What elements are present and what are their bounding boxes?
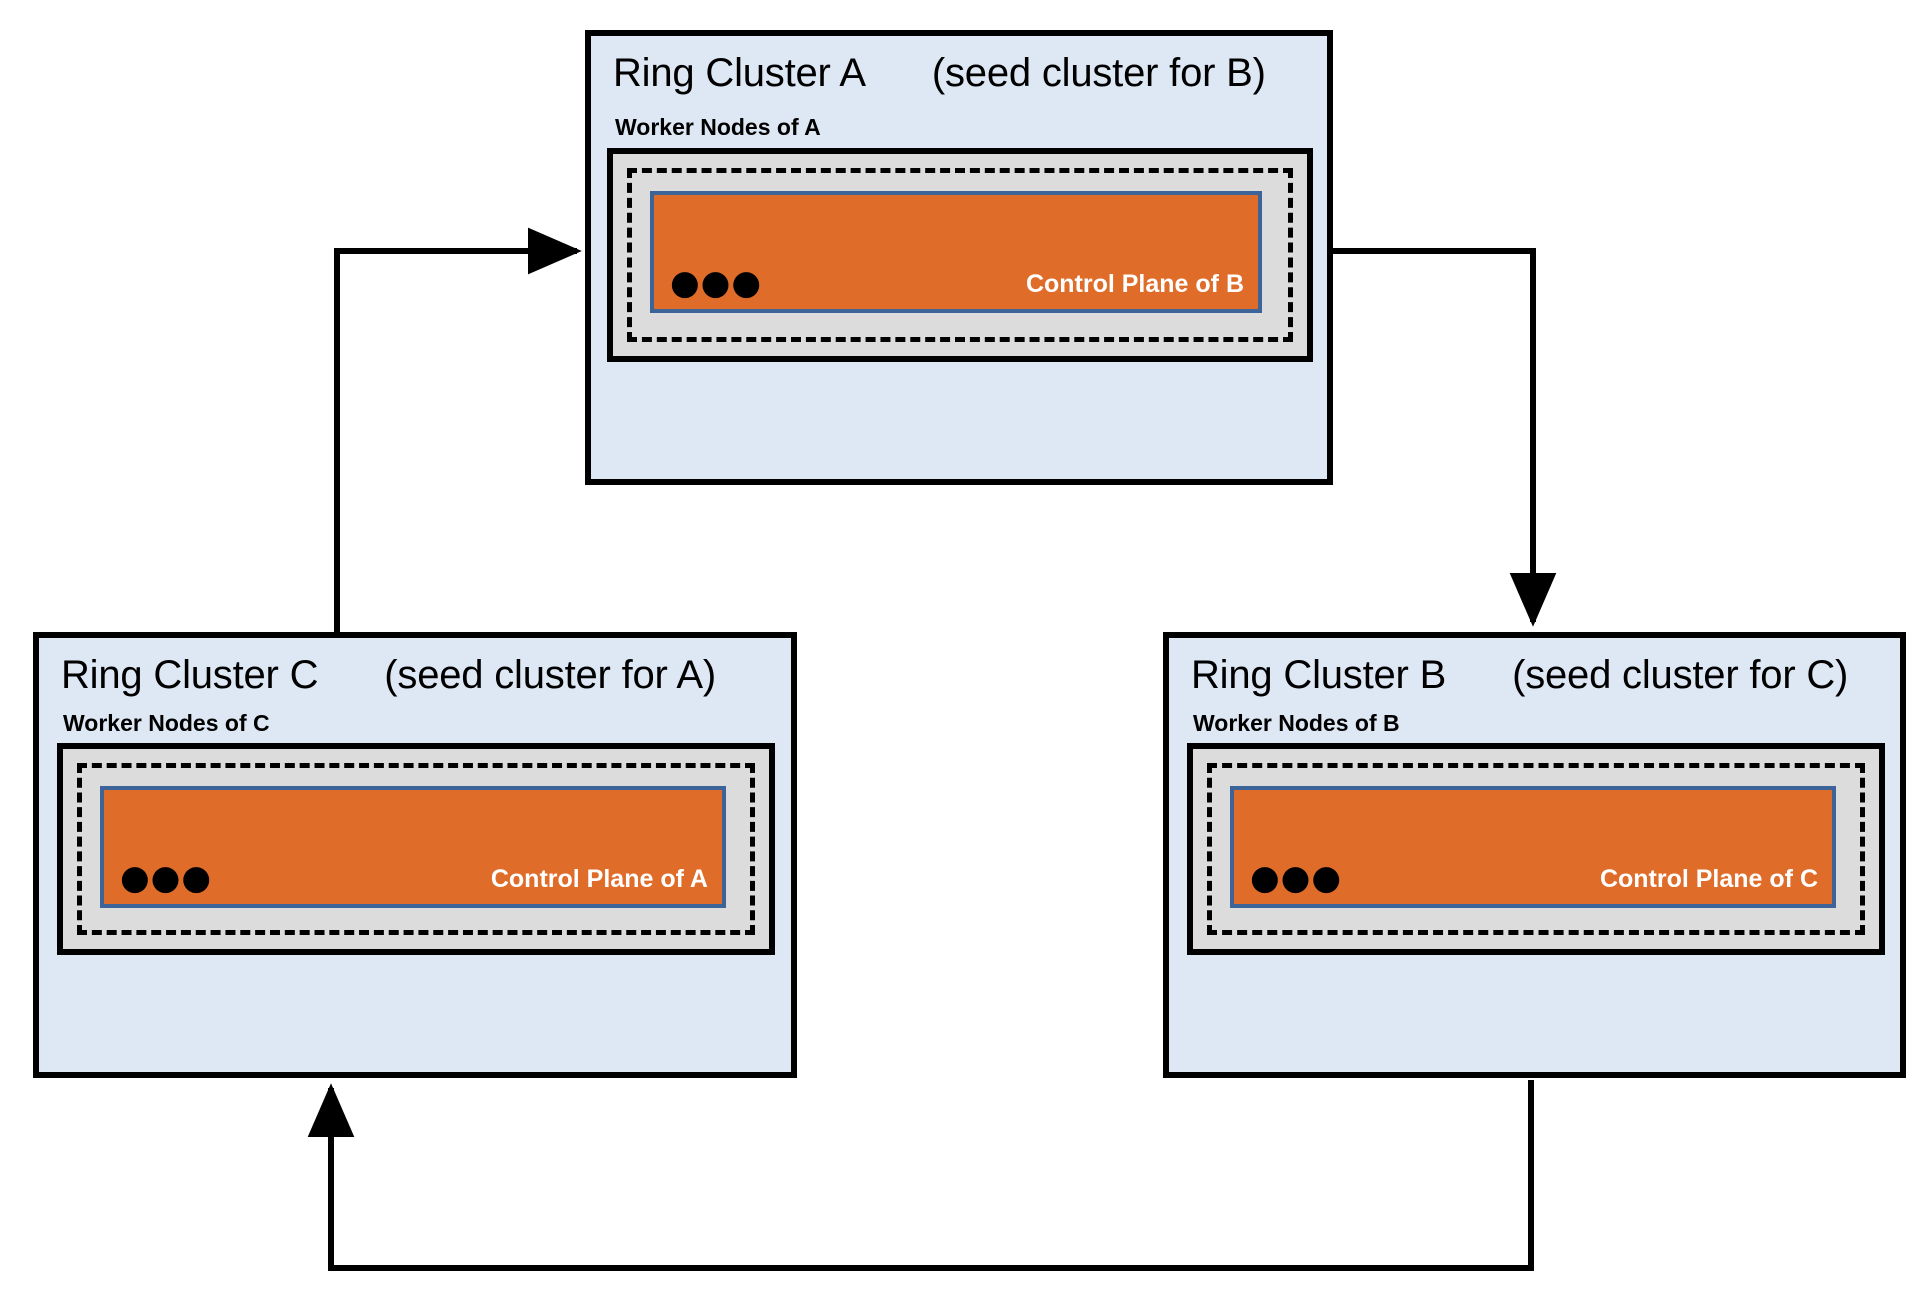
cluster-c-seed-note: (seed cluster for A) bbox=[384, 653, 716, 697]
arrow-c-to-a bbox=[334, 227, 582, 634]
cluster-b-seed-note: (seed cluster for C) bbox=[1512, 653, 1849, 697]
ring-cluster-b[interactable]: Ring Cluster B (seed cluster for C) Worke… bbox=[1163, 632, 1906, 1078]
cluster-a-seed-note: (seed cluster for B) bbox=[931, 51, 1266, 95]
cluster-c-worker-label: Worker Nodes of C bbox=[63, 710, 270, 736]
cluster-c-worker-box: ●●● Control Plane of A bbox=[57, 743, 775, 955]
cluster-b-name: Ring Cluster B bbox=[1191, 653, 1447, 697]
cluster-a-control-plane-label: Control Plane of B bbox=[1025, 270, 1244, 298]
cluster-a-name: Ring Cluster A bbox=[613, 51, 866, 95]
cluster-c-control-plane[interactable]: ●●● Control Plane of A bbox=[100, 786, 726, 908]
cluster-a-worker-box: ●●● Control Plane of B bbox=[607, 148, 1313, 362]
cluster-c-dashed-boundary: ●●● Control Plane of A bbox=[77, 763, 755, 935]
arrow-b-to-c bbox=[307, 1080, 1534, 1271]
cluster-a-worker-label: Worker Nodes of A bbox=[615, 114, 821, 140]
cluster-a-dashed-boundary: ●●● Control Plane of B bbox=[627, 168, 1293, 342]
cluster-a-title: Ring Cluster A (seed cluster for B) bbox=[613, 50, 1266, 96]
arrow-a-to-b bbox=[1333, 248, 1557, 627]
cluster-a-control-plane[interactable]: ●●● Control Plane of B bbox=[650, 191, 1262, 313]
cluster-b-worker-box: ●●● Control Plane of C bbox=[1187, 743, 1885, 955]
ellipsis-icon: ●●● bbox=[1250, 858, 1343, 898]
ring-cluster-c[interactable]: Ring Cluster C (seed cluster for A) Worke… bbox=[33, 632, 797, 1078]
cluster-b-control-plane[interactable]: ●●● Control Plane of C bbox=[1230, 786, 1836, 908]
cluster-c-name: Ring Cluster C bbox=[61, 653, 319, 697]
ellipsis-icon: ●●● bbox=[120, 858, 213, 898]
cluster-b-worker-label: Worker Nodes of B bbox=[1193, 710, 1400, 736]
cluster-b-control-plane-label: Control Plane of C bbox=[1599, 865, 1818, 893]
cluster-c-title: Ring Cluster C (seed cluster for A) bbox=[61, 652, 716, 698]
cluster-b-dashed-boundary: ●●● Control Plane of C bbox=[1207, 763, 1865, 935]
cluster-b-title: Ring Cluster B (seed cluster for C) bbox=[1191, 652, 1848, 698]
cluster-c-control-plane-label: Control Plane of A bbox=[490, 865, 708, 893]
ring-cluster-a[interactable]: Ring Cluster A (seed cluster for B) Worke… bbox=[585, 30, 1333, 485]
ellipsis-icon: ●●● bbox=[670, 263, 763, 303]
